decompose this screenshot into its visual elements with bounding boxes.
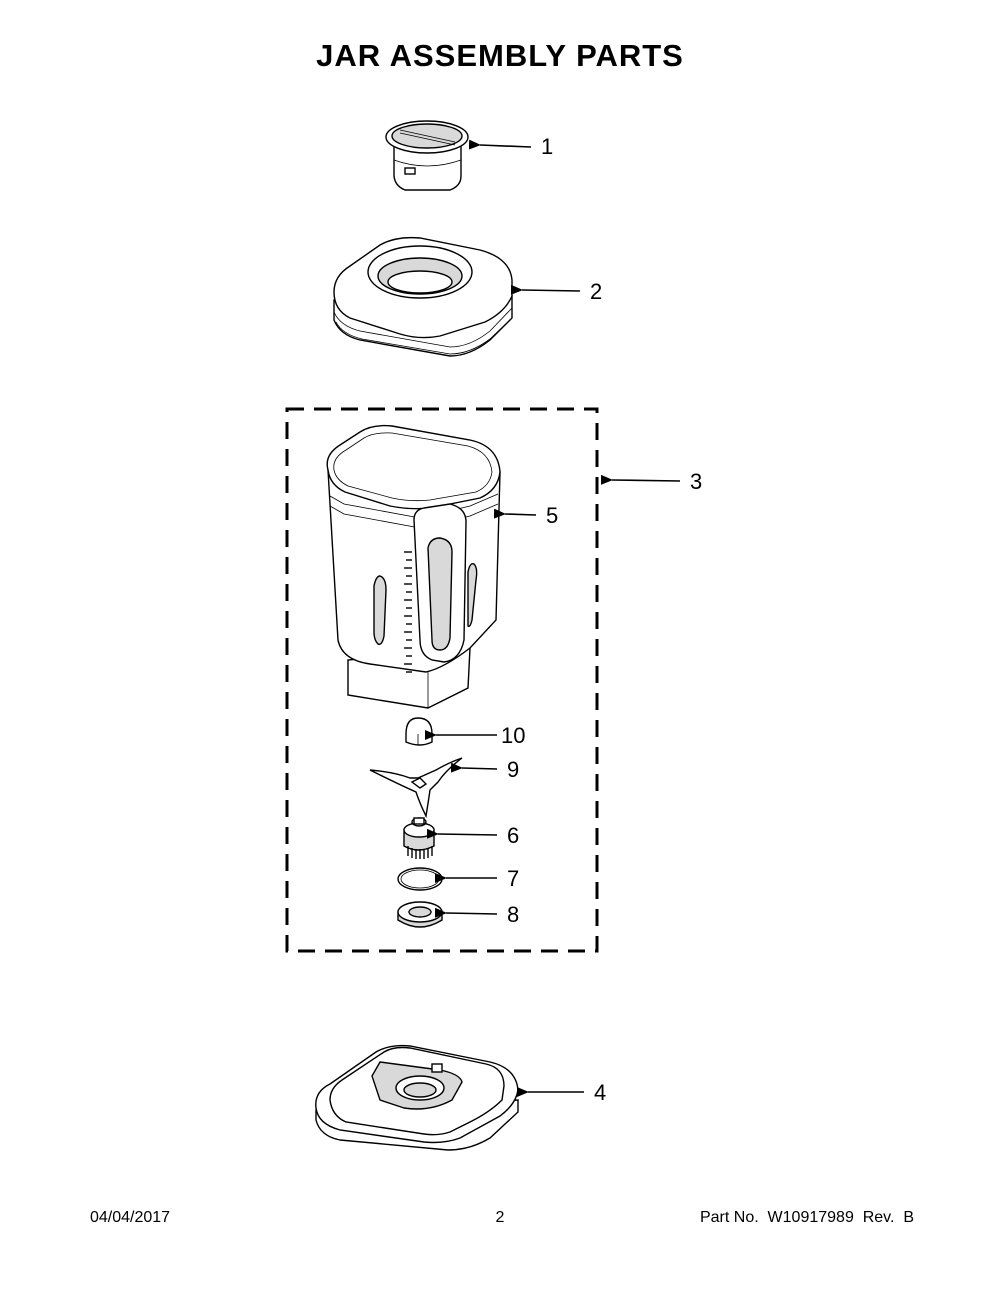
callout-label: 8 bbox=[507, 902, 519, 927]
blade-part bbox=[369, 757, 463, 819]
footer-page-number: 2 bbox=[495, 1209, 505, 1226]
callout-10: 10 bbox=[425, 723, 525, 748]
callout-3: 3 bbox=[600, 469, 702, 494]
callout-9: 9 bbox=[450, 757, 519, 782]
callout-8: 8 bbox=[434, 902, 519, 927]
callout-label: 5 bbox=[546, 503, 558, 528]
callout-2: 2 bbox=[510, 279, 602, 304]
lid-cap-part bbox=[385, 120, 469, 191]
callout-4: 4 bbox=[517, 1080, 606, 1105]
callout-6: 6 bbox=[426, 823, 519, 848]
callout-label: 2 bbox=[590, 279, 602, 304]
callout-label: 9 bbox=[507, 757, 519, 782]
callout-label: 10 bbox=[501, 723, 525, 748]
gasket-part bbox=[397, 867, 443, 891]
page-title: JAR ASSEMBLY PARTS bbox=[316, 38, 684, 73]
callout-label: 6 bbox=[507, 823, 519, 848]
jar-base-part bbox=[315, 1044, 519, 1151]
footer-date: 04/04/2017 bbox=[90, 1209, 171, 1226]
jar-part bbox=[326, 424, 501, 709]
callout-label: 7 bbox=[507, 866, 519, 891]
callout-label: 4 bbox=[594, 1080, 606, 1105]
callout-7: 7 bbox=[435, 866, 519, 891]
footer-part-number: Part No. W10917989 Rev. B bbox=[699, 1209, 914, 1226]
callout-label: 1 bbox=[541, 134, 553, 159]
callout-label: 3 bbox=[690, 469, 702, 494]
lid-part bbox=[333, 236, 513, 357]
callout-1: 1 bbox=[468, 134, 553, 159]
blade-hub-part bbox=[403, 817, 435, 859]
jar-assembly-box bbox=[285, 407, 599, 953]
bushing-part bbox=[397, 901, 443, 928]
callout-5: 5 bbox=[493, 503, 558, 528]
nut-part bbox=[405, 717, 433, 746]
